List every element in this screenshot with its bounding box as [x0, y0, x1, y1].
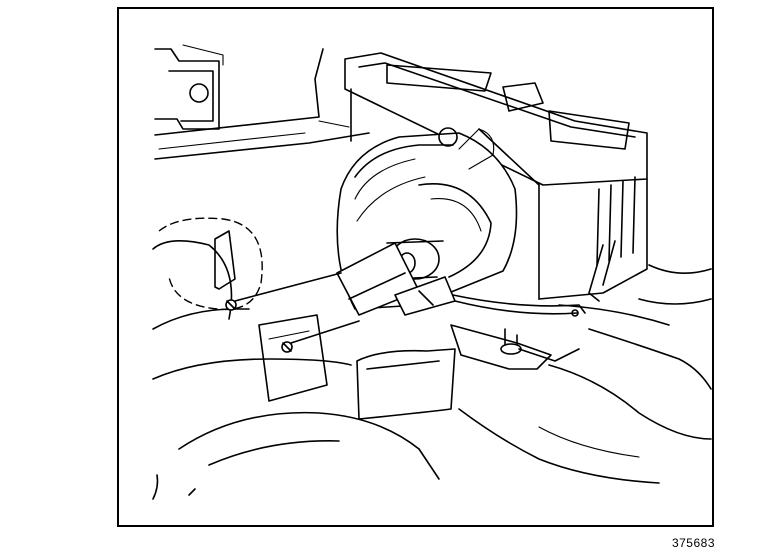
blower-motor — [337, 128, 517, 315]
floor-contours — [153, 265, 711, 499]
figure-reference-number: 375683 — [671, 536, 715, 550]
left-side-panel — [153, 218, 351, 401]
mounting-bracket — [155, 45, 223, 129]
screw-lower — [282, 321, 359, 352]
lower-duct — [357, 325, 579, 419]
blower-case — [345, 53, 647, 301]
blower-motor-removal-illustration — [119, 9, 712, 525]
wiring-harness — [453, 295, 585, 316]
dash-panel-edge — [155, 49, 369, 159]
screw-upper — [226, 273, 341, 310]
illustration-frame — [117, 7, 714, 527]
